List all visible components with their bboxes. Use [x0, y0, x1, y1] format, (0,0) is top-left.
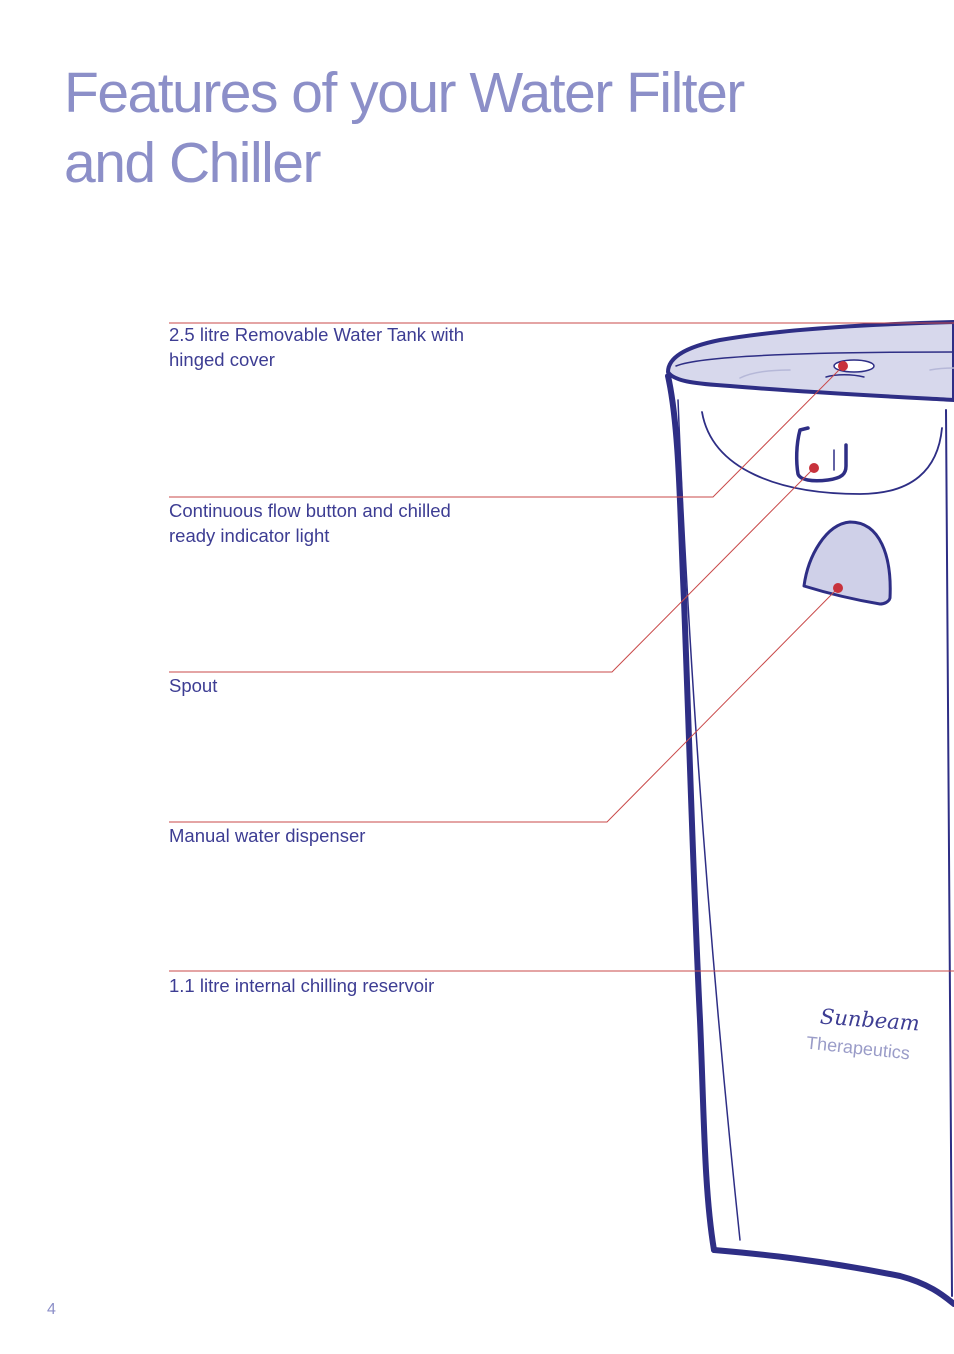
- feature-label-flow-button: Continuous flow button and chilled ready…: [169, 500, 451, 546]
- page-title: Features of your Water Filter and Chille…: [64, 58, 824, 198]
- spout-shape: [794, 426, 848, 483]
- tank-lid: [666, 320, 954, 402]
- feature-label-spout: Spout: [169, 675, 218, 696]
- leader-line-spout: [169, 467, 815, 673]
- feature-label-dispenser: Manual water dispenser: [169, 825, 366, 846]
- dispenser-button-shape: [802, 520, 892, 606]
- page-number: 4: [47, 1301, 56, 1318]
- leader-line-flow-button: [169, 365, 844, 498]
- lid-rim: [675, 351, 954, 367]
- title-line-2: and Chiller: [64, 131, 321, 195]
- marker-flow-button: [838, 361, 848, 371]
- body-left-edge: [665, 373, 717, 1253]
- leader-lines: [169, 322, 954, 972]
- feature-label-tank: 2.5 litre Removable Water Tank with hing…: [169, 324, 465, 370]
- leader-markers: [809, 361, 848, 593]
- feature-label-reservoir: 1.1 litre internal chilling reservoir: [169, 975, 435, 996]
- leader-line-dispenser: [169, 587, 839, 823]
- marker-spout: [809, 463, 819, 473]
- marker-dispenser: [833, 583, 843, 593]
- body-bottom-edge: [711, 1247, 954, 1307]
- title-line-1: Features of your Water Filter: [64, 61, 745, 125]
